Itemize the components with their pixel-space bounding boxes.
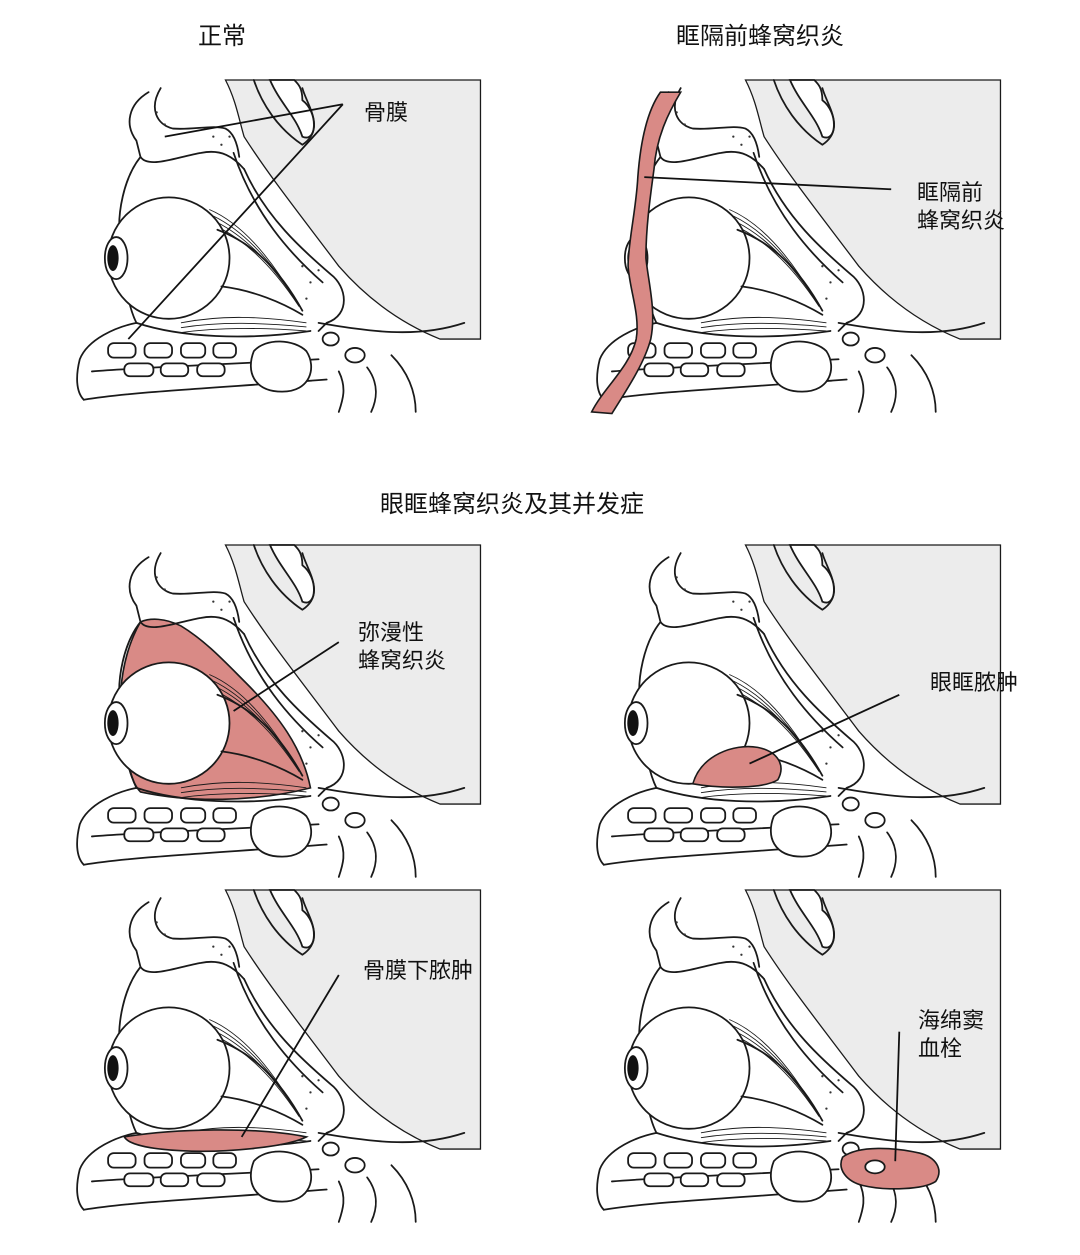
label-subperiosteal-abscess: 骨膜下脓肿 [363, 959, 474, 984]
label-orbital-abscess: 眼眶脓肿 [930, 671, 1019, 696]
label-cavernous-line2: 血栓 [918, 1036, 963, 1062]
label-periosteum: 骨膜 [364, 101, 409, 126]
label-preseptal-cellulitis: 眶隔前 蜂窝织炎 [917, 180, 1005, 235]
label-preseptal-line2: 蜂窝织炎 [917, 208, 1006, 234]
orbital-abscess-mass [691, 745, 782, 788]
label-diffuse-line2: 蜂窝织炎 [358, 648, 447, 674]
panel-normal [76, 79, 482, 413]
label-preseptal-line1: 眶隔前 [917, 181, 984, 206]
preseptal-swelling [590, 91, 683, 415]
cavernous-thrombus [840, 1147, 940, 1190]
title-normal: 正常 [198, 22, 246, 50]
panel-preseptal-cellulitis [590, 79, 1002, 415]
label-diffuse-cellulitis: 弥漫性 蜂窝织炎 [358, 620, 446, 675]
label-cavernous-line1: 海绵窦 [918, 1009, 985, 1034]
panel-diffuse-cellulitis [76, 544, 482, 878]
label-diffuse-line1: 弥漫性 [358, 621, 425, 646]
title-orbital-cellulitis-section: 眼眶蜂窝织炎及其并发症 [380, 490, 644, 518]
subperiosteal-abscess-mass [123, 1129, 309, 1153]
panel-cavernous-sinus-thrombosis [596, 889, 1002, 1223]
label-cavernous-sinus-thrombosis: 海绵窦 血栓 [918, 1008, 984, 1063]
title-preseptal-cellulitis: 眶隔前蜂窝织炎 [676, 22, 844, 50]
panel-orbital-abscess [596, 544, 1002, 878]
panel-subperiosteal-abscess [76, 889, 482, 1223]
